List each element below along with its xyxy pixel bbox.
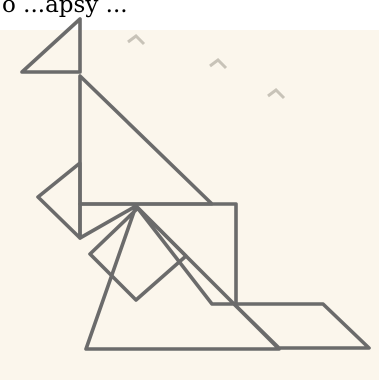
faint-glyph bbox=[128, 36, 144, 44]
small-triangle-head bbox=[22, 19, 80, 72]
faint-page-glyphs bbox=[128, 36, 284, 98]
faint-glyph bbox=[268, 90, 284, 98]
body-frame bbox=[80, 204, 236, 304]
small-triangle-left bbox=[38, 163, 80, 238]
large-triangle-neck bbox=[80, 76, 212, 204]
faint-glyph bbox=[210, 60, 226, 68]
parallelogram-tail bbox=[234, 304, 369, 348]
